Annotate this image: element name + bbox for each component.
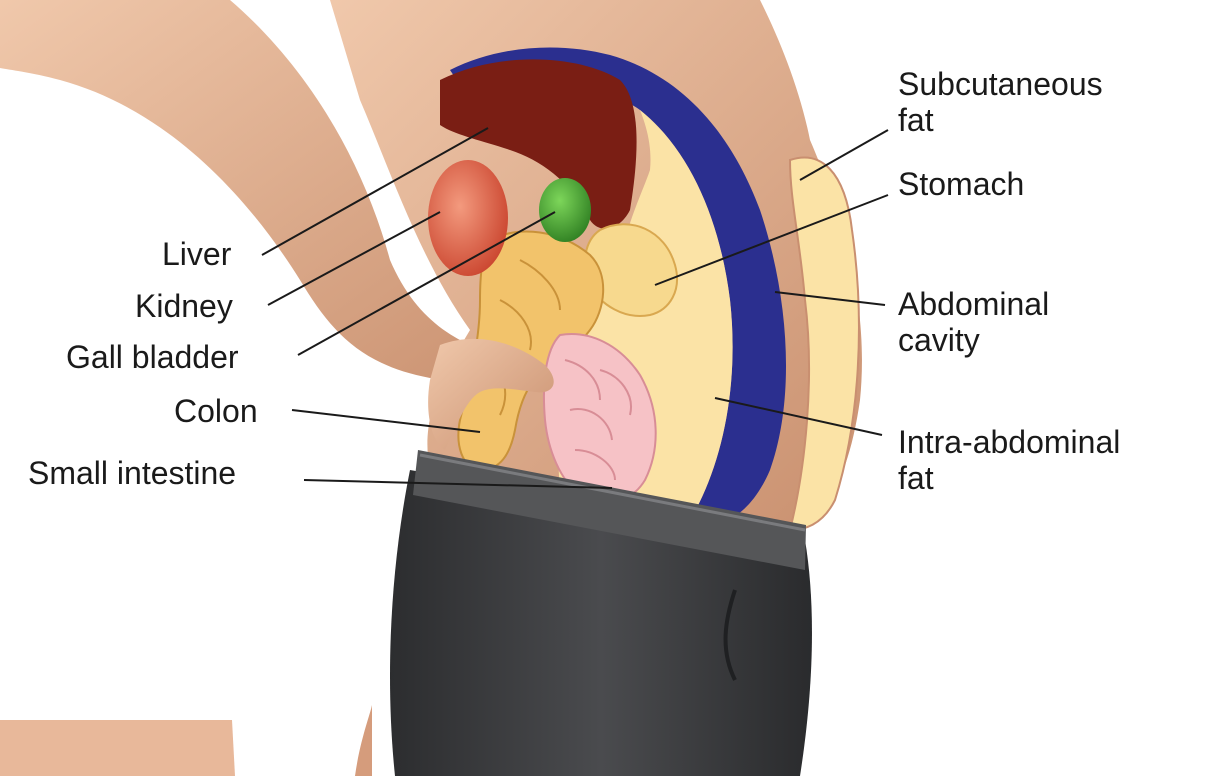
label-abdominal-cavity-line1: Abdominal	[898, 286, 1049, 322]
label-intra-abdominal-fat-line2: fat	[898, 460, 1120, 496]
label-kidney: Kidney	[135, 288, 233, 324]
label-liver: Liver	[162, 236, 231, 272]
label-subcutaneous-fat-line1: Subcutaneous	[898, 66, 1103, 102]
label-subcutaneous-fat-line2: fat	[898, 102, 1103, 138]
kidney-shape	[428, 160, 508, 276]
label-colon: Colon	[174, 393, 258, 429]
corner-skin-fragment	[0, 720, 235, 776]
label-abdominal-cavity-line2: cavity	[898, 322, 1049, 358]
label-stomach: Stomach	[898, 166, 1024, 202]
label-gall-bladder: Gall bladder	[66, 339, 239, 375]
label-intra-abdominal-fat-line1: Intra-abdominal	[898, 424, 1120, 460]
label-small-intestine: Small intestine	[28, 455, 236, 491]
label-abdominal-cavity: Abdominal cavity	[898, 286, 1049, 358]
corner-skin-fragment-2	[355, 705, 372, 776]
label-subcutaneous-fat: Subcutaneous fat	[898, 66, 1103, 138]
label-intra-abdominal-fat: Intra-abdominal fat	[898, 424, 1120, 496]
gall-bladder-shape	[539, 178, 591, 242]
